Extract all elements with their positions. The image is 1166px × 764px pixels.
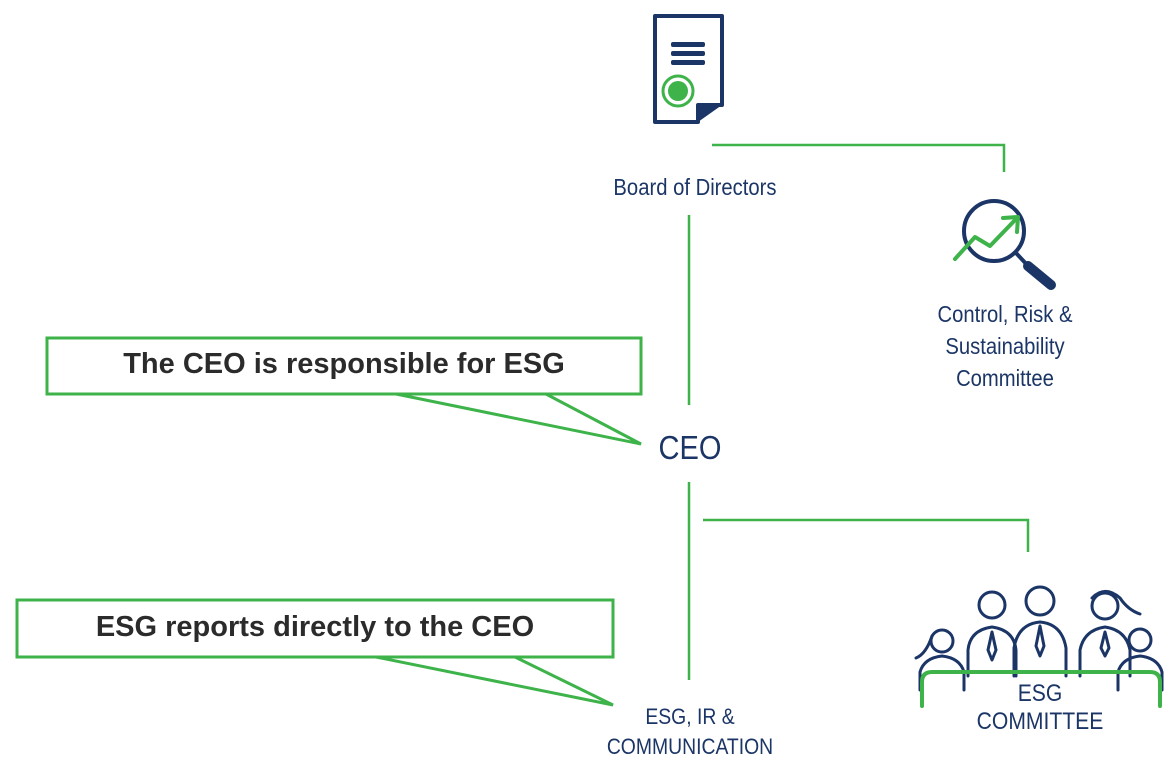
ceo-label: CEO [658,429,722,466]
ceo-callout-bubble [45,336,643,446]
esg-callout-bubble [15,598,615,707]
document-seal-icon [653,14,724,124]
ceo-to-esg-committee-connector [703,518,1030,552]
esg-ir-communication-label: ESG, IR & COMMUNICATION [606,704,774,759]
ceo-callout-text: The CEO is responsible for ESG [123,348,565,380]
board-of-directors-label: Board of Directors [613,174,777,200]
magnifier-chart-icon [953,199,1056,290]
board-to-committee-connector [712,143,1006,172]
control-risk-committee-label: Control, Risk & Sustainability Committee [937,301,1073,391]
team-icon [914,585,1164,708]
connectors [687,143,1030,680]
esg-callout-text: ESG reports directly to the CEO [95,611,535,643]
esg-committee-label: ESG COMMITTEE [976,680,1104,735]
